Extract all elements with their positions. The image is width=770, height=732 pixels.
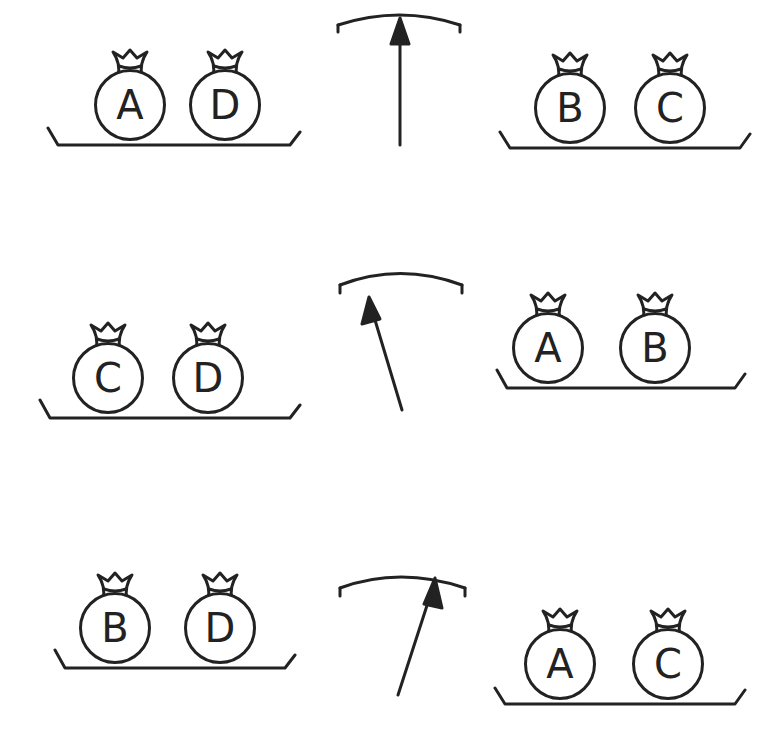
money-bag: C [72, 342, 144, 414]
bag-tie [537, 309, 559, 311]
bag-tie [119, 66, 141, 68]
scale-pan [495, 688, 745, 704]
bag-letter: B [101, 608, 128, 648]
bag-tie [659, 69, 681, 71]
bag-letter: C [654, 644, 682, 684]
money-bag: D [172, 342, 244, 414]
scale-pan [500, 132, 750, 148]
bag-letter: C [94, 358, 122, 398]
money-bag: D [189, 69, 261, 141]
money-bag: A [524, 628, 596, 700]
bag-tie [657, 625, 679, 627]
bag-tie [214, 66, 236, 68]
bag-letter: A [116, 85, 143, 125]
bag-tie [197, 339, 219, 341]
bag-tie [97, 339, 119, 341]
money-bag: D [184, 592, 256, 664]
scale-dial [340, 588, 465, 596]
bag-letter: D [210, 85, 241, 125]
scale-dial [340, 274, 462, 286]
money-bag: C [634, 72, 706, 144]
scale-pointer [372, 310, 402, 410]
bag-letter: A [534, 328, 561, 368]
scale-dial [340, 577, 465, 588]
money-bag: B [619, 312, 691, 384]
bag-letter: D [193, 358, 224, 398]
scale-dial [340, 285, 462, 293]
money-bag: B [534, 72, 606, 144]
bag-tie [549, 625, 571, 627]
bag-letter: A [546, 644, 573, 684]
bag-letter: C [656, 88, 684, 128]
bag-letter: D [205, 608, 236, 648]
bag-tie [104, 589, 126, 591]
bag-tie [209, 589, 231, 591]
pointer-head [391, 18, 409, 44]
scale-pan [40, 400, 300, 418]
pointer-head [424, 578, 442, 608]
bag-tie [559, 69, 581, 71]
money-bag: C [632, 628, 704, 700]
scale-pan [48, 128, 300, 145]
pointer-head [362, 297, 380, 324]
scale-pointer [399, 28, 402, 145]
bag-letter: B [556, 88, 583, 128]
money-bag: A [512, 312, 584, 384]
bag-letter: B [641, 328, 668, 368]
money-bag: A [94, 69, 166, 141]
money-bag: B [79, 592, 151, 664]
bag-tie [644, 309, 666, 311]
